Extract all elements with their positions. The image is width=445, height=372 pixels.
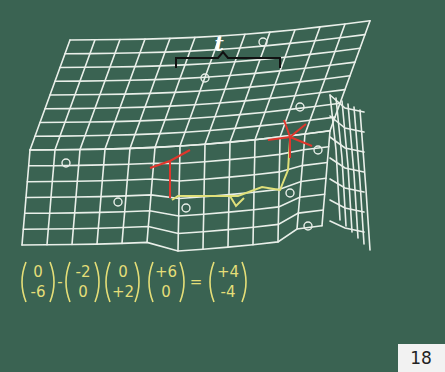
lattice-line	[55, 40, 95, 150]
vector-entry: 0	[118, 265, 128, 280]
bracket	[176, 52, 280, 68]
lattice-line	[155, 37, 195, 147]
lattice-line	[205, 34, 245, 144]
lattice-line	[330, 221, 364, 232]
lattice-line	[178, 146, 180, 251]
lattice-line	[30, 40, 70, 150]
vector-entry: 0	[161, 285, 171, 300]
vector-entry: -2	[76, 265, 91, 280]
slide-corner	[398, 344, 445, 372]
lattice-line	[72, 150, 80, 245]
lattice-line	[97, 149, 105, 244]
dislocation-marks	[150, 120, 312, 198]
lattice-line	[65, 35, 365, 54]
vector-entry: -6	[31, 285, 46, 300]
lattice-line	[330, 158, 364, 172]
lattice-line	[322, 131, 330, 226]
lattice-line	[105, 39, 145, 149]
vector-entry: +6	[155, 265, 177, 280]
vector-entry: 0	[33, 265, 43, 280]
lattice-line	[305, 24, 345, 134]
lattice-line	[330, 116, 364, 132]
lattice-line	[228, 142, 230, 247]
lattice-line	[330, 137, 364, 152]
lattice-line	[47, 150, 55, 245]
crystal-lattice	[22, 21, 370, 251]
lattice-line	[297, 134, 305, 229]
page-number: 18	[410, 350, 432, 367]
lattice-line	[130, 38, 170, 148]
lattice-line	[330, 200, 364, 212]
lattice-line	[280, 27, 320, 137]
dimension-label: t	[214, 34, 223, 54]
lattice-line	[253, 140, 255, 245]
lattice-line	[255, 30, 295, 140]
lattice-line	[147, 147, 155, 242]
operator: =	[190, 275, 203, 290]
lattice-line	[80, 40, 120, 150]
lattice-line	[330, 95, 364, 112]
lattice-circles	[62, 38, 322, 230]
vector-parentheses	[22, 262, 246, 302]
vector-entry: -4	[221, 285, 236, 300]
lattice-line	[336, 98, 346, 226]
operator: -	[57, 275, 62, 290]
lattice-line	[230, 32, 270, 142]
lattice-line	[330, 21, 370, 131]
lattice-line	[330, 179, 364, 192]
lattice-line	[354, 107, 364, 244]
vector-entry: +4	[217, 265, 239, 280]
lattice-line	[22, 226, 322, 251]
lattice-line	[180, 36, 220, 146]
vector-entry: +2	[112, 285, 134, 300]
lattice-line	[22, 150, 30, 245]
lattice-line	[122, 148, 130, 243]
lattice-line	[27, 163, 327, 182]
vector-entry: 0	[78, 285, 88, 300]
